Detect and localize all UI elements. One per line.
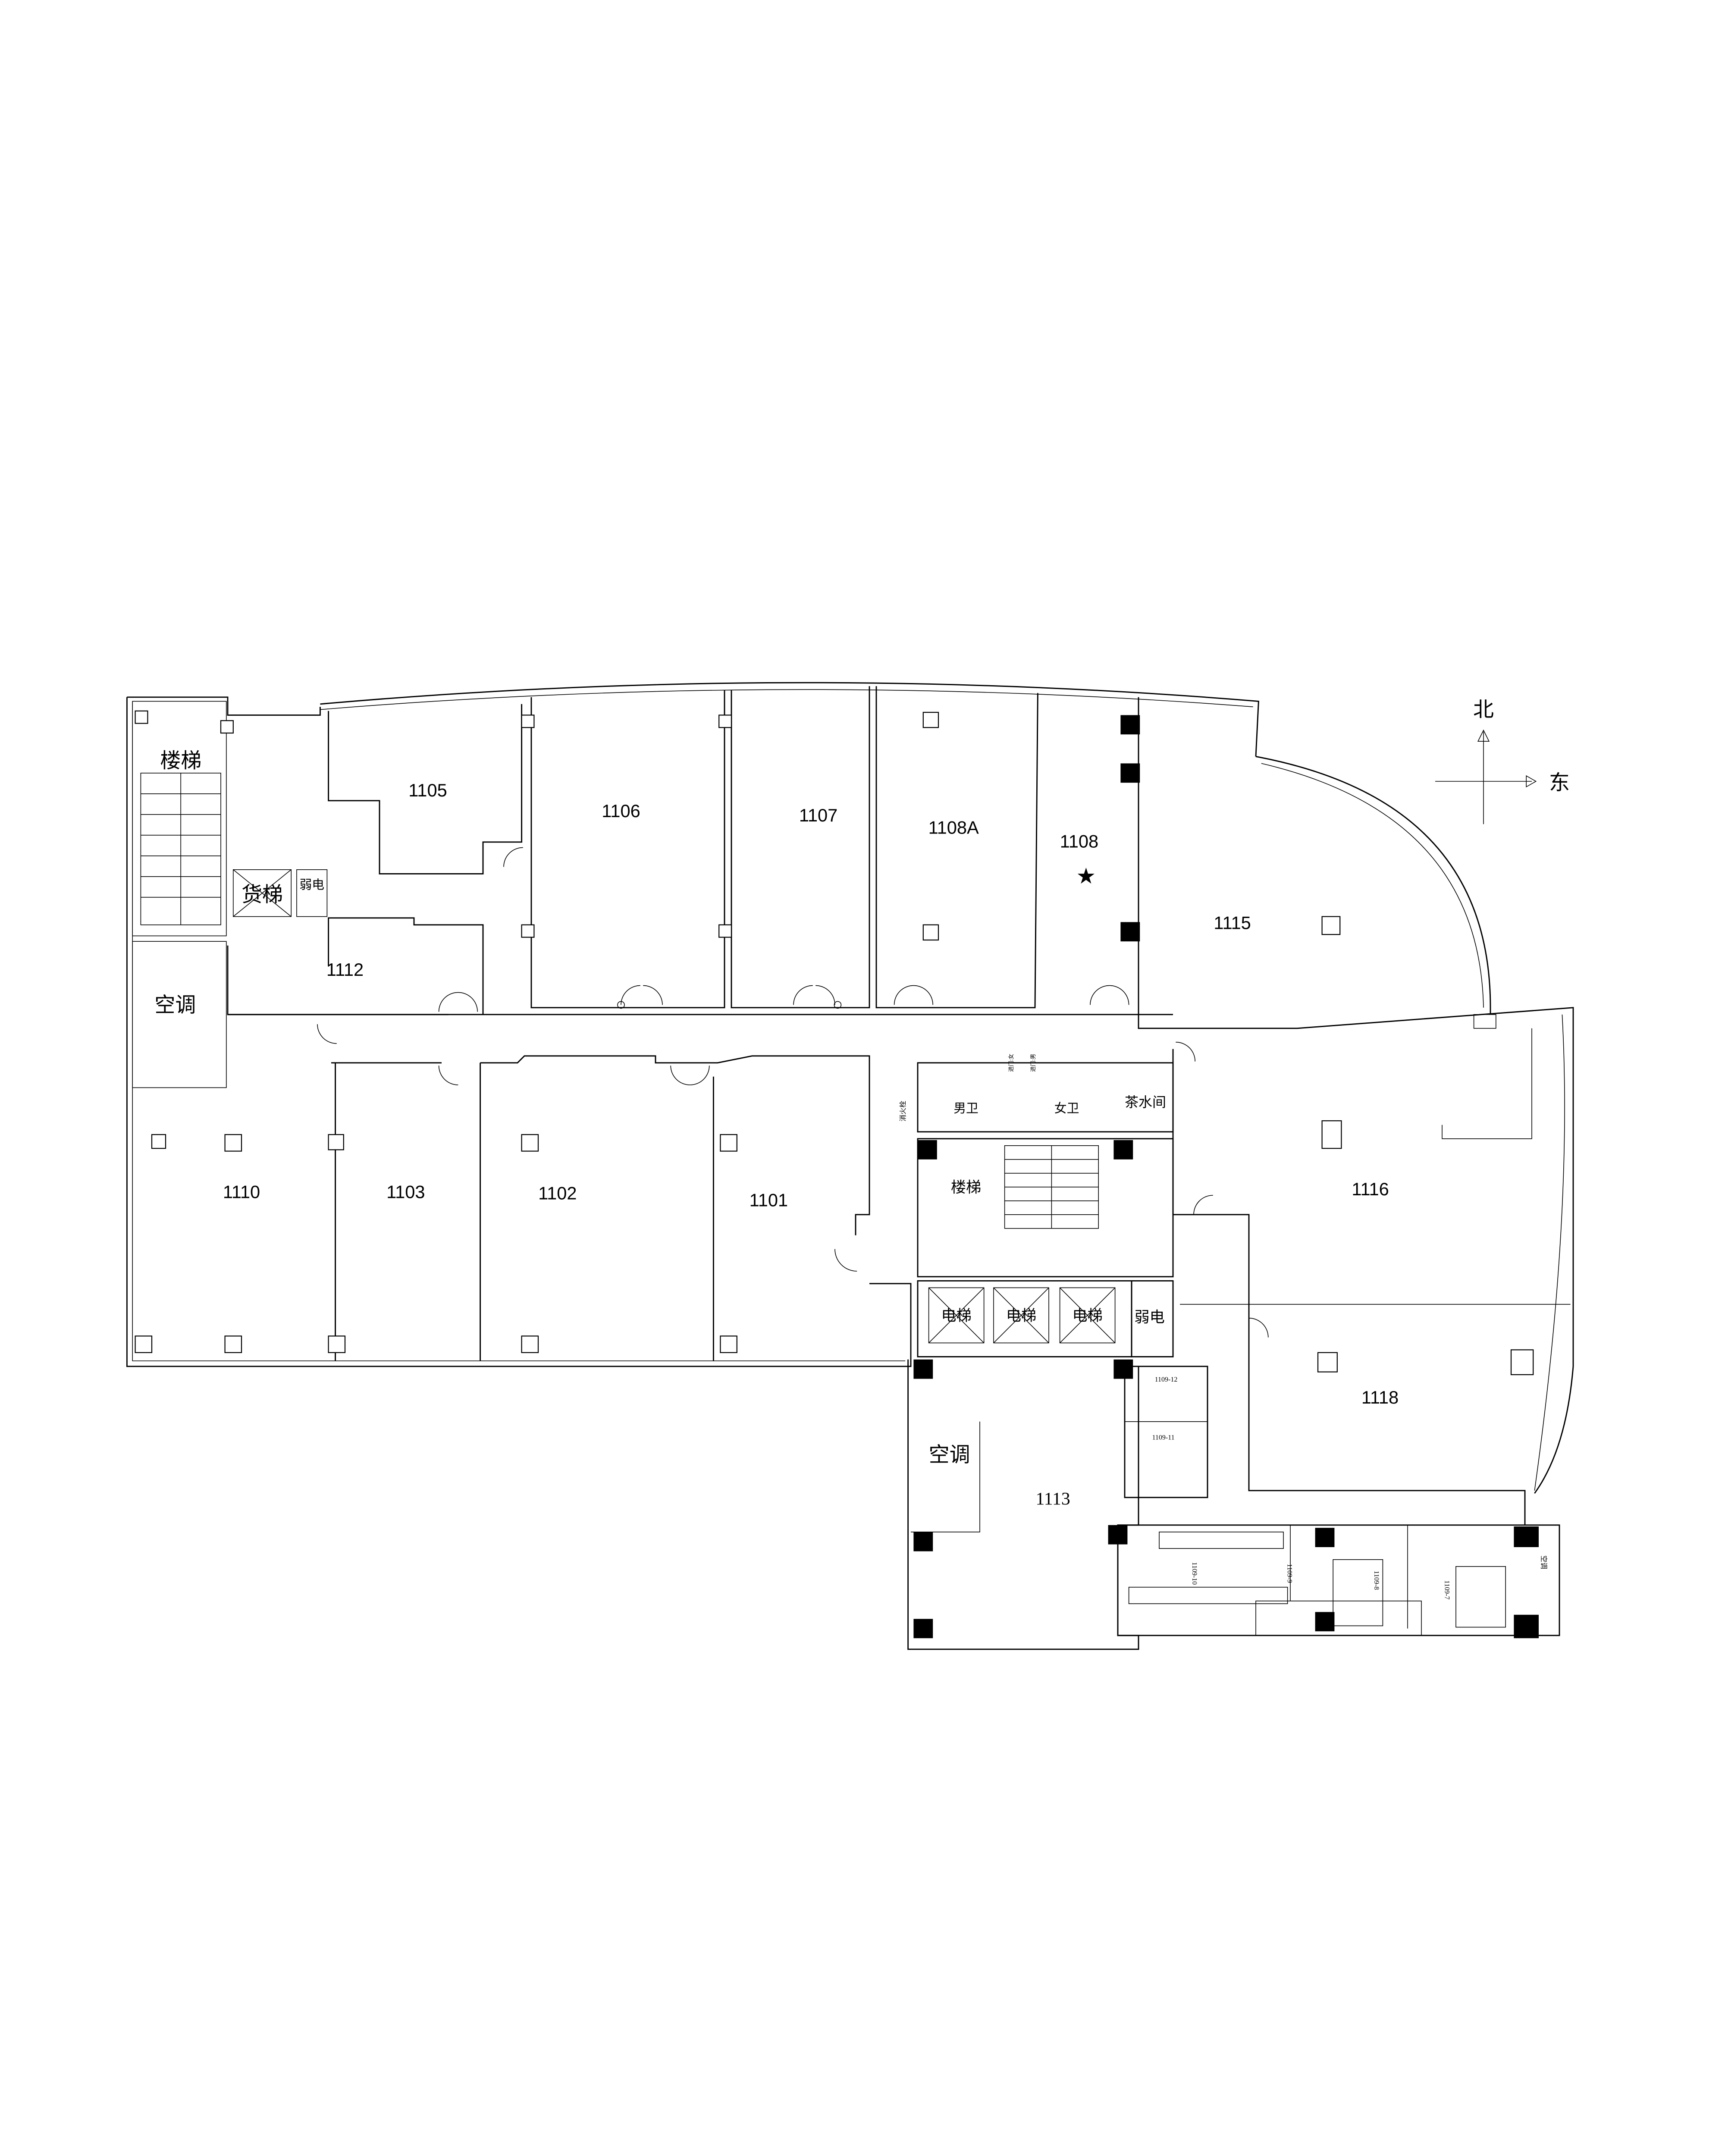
elevator-1: 电梯 — [941, 1307, 971, 1325]
compass-north: 北 — [1473, 698, 1494, 722]
room-1109-7: 1109-7 — [1443, 1580, 1450, 1600]
room-1113: 1113 — [1036, 1489, 1070, 1508]
fire-hydrant: 消火栓 — [899, 1101, 907, 1122]
womens-toilet: 女卫 — [1054, 1101, 1079, 1116]
room-1109-12: 1109-12 — [1155, 1376, 1178, 1383]
freight-elevator: 货梯 — [242, 882, 283, 906]
star-icon: ★ — [1076, 864, 1096, 889]
tea-room: 茶水间 — [1125, 1094, 1166, 1110]
elevator-2: 电梯 — [1006, 1307, 1036, 1325]
ac-1113: 空调 — [929, 1443, 970, 1467]
compass-east: 东 — [1549, 771, 1570, 795]
room-1109-9: 1109-9 — [1286, 1564, 1293, 1583]
stairs-west: 楼梯 — [160, 749, 201, 773]
weak-current-core: 弱电 — [1134, 1308, 1164, 1326]
stairs-core: 楼梯 — [951, 1179, 981, 1197]
weak-current-west: 弱电 — [299, 877, 324, 892]
ac-west: 空调 — [154, 993, 196, 1017]
facility-labels: 楼梯 货梯 弱电 空调 男卫 女卫 茶水间 消火栓 进门:女 进门:男 楼梯 电… — [154, 749, 1547, 1569]
room-1107: 1107 — [799, 805, 837, 825]
room-1102: 1102 — [538, 1183, 577, 1203]
room-1115: 1115 — [1214, 912, 1251, 933]
door-female-label: 进门:女 — [1008, 1054, 1014, 1072]
room-1109-11: 1109-11 — [1152, 1434, 1175, 1441]
compass: 北 东 — [1435, 698, 1570, 824]
room-1105: 1105 — [408, 780, 447, 800]
doors — [317, 847, 1269, 1338]
room-1109-10: 1109-10 — [1191, 1562, 1198, 1585]
room-1108A: 1108A — [928, 818, 979, 838]
pillars — [135, 710, 1539, 1639]
room-1118: 1118 — [1361, 1387, 1399, 1407]
elevator-3: 电梯 — [1072, 1307, 1102, 1325]
room-1112: 1112 — [326, 959, 364, 980]
stairs-west-treads — [140, 773, 221, 925]
room-1109-8: 1109-8 — [1373, 1570, 1380, 1590]
walls — [126, 682, 1574, 1650]
room-1106: 1106 — [602, 801, 640, 821]
room-labels: 1105 1106 1107 1108A 1108 ★ 1115 1112 11… — [223, 780, 1451, 1599]
stairs-core-treads — [1004, 1145, 1099, 1228]
room-1116: 1116 — [1352, 1179, 1389, 1199]
room-1103: 1103 — [386, 1181, 425, 1202]
room-1108: 1108 — [1060, 831, 1098, 852]
mens-toilet: 男卫 — [953, 1101, 979, 1116]
ac-1109: 空调 — [1540, 1555, 1547, 1569]
door-male-label: 进门:男 — [1030, 1054, 1036, 1072]
room-1101: 1101 — [750, 1190, 788, 1210]
room-1110: 1110 — [223, 1181, 260, 1202]
